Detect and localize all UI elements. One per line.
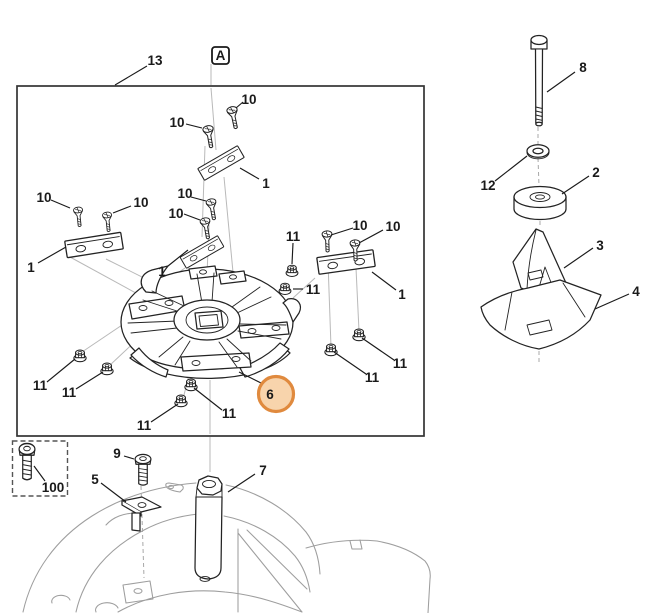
- callout-bolt: 8: [579, 60, 587, 75]
- callout-kit: 100: [42, 480, 65, 495]
- screw-kit-box: [11, 440, 69, 497]
- callout-bracket: 5: [91, 472, 99, 487]
- callout-washer: 12: [480, 178, 495, 193]
- callout-nut-11-h: 11: [393, 356, 408, 371]
- callout-deflector: 3: [596, 238, 604, 253]
- callout-blade-1-a: 1: [262, 176, 270, 191]
- kit-screw: [18, 442, 36, 481]
- spacer-sleeve: [194, 475, 223, 582]
- callout-blade-1-d: 1: [398, 287, 406, 302]
- callout-rotor: 6: [266, 387, 274, 402]
- stop-bracket: [121, 496, 162, 532]
- callout-nut-11-g: 11: [365, 370, 380, 385]
- bushing: [513, 185, 567, 221]
- callout-nut-11-e: 11: [137, 418, 152, 433]
- carriage-bolt: [530, 34, 548, 127]
- callout-nut-11-b: 11: [306, 282, 321, 297]
- callout-screw-10-g: 10: [352, 218, 367, 233]
- callout-blade-1-b: 1: [27, 260, 35, 275]
- detail-marker: A: [211, 46, 230, 65]
- callout-frame: 13: [147, 53, 163, 68]
- blade-plate-left: [64, 231, 124, 259]
- callout-screw-10-f: 10: [168, 206, 183, 221]
- countersunk-screw-4: [101, 211, 114, 233]
- callout-blade-1-c: 1: [158, 264, 166, 279]
- mower-deck-housing: [22, 482, 431, 613]
- callout-screw-10-a: 10: [241, 92, 256, 107]
- highlighted-part-hotspot[interactable]: 6: [256, 374, 296, 414]
- callout-bushing: 2: [592, 165, 600, 180]
- highlight-circle[interactable]: [256, 374, 296, 414]
- countersunk-screw-7: [321, 230, 334, 253]
- callouts: 13 10 10 10 10 10 10 10 10 1 1 1 1 11 11…: [27, 53, 640, 495]
- callout-nut-11-c: 11: [33, 378, 48, 393]
- callout-screw-10-b: 10: [169, 115, 184, 130]
- callout-screw-10-c: 10: [36, 190, 51, 205]
- countersunk-screw-5: [205, 197, 220, 222]
- callout-nut-11-f: 11: [222, 406, 237, 421]
- detail-frame-box: [16, 85, 425, 437]
- flange-nut-2: [278, 282, 292, 296]
- countersunk-screw-1: [225, 105, 242, 131]
- flange-nut-3: [73, 349, 87, 363]
- leader-lines: [33, 65, 630, 503]
- baffle-plate: [480, 279, 602, 350]
- mulching-rotor: [120, 265, 301, 379]
- callout-nut-11-d: 11: [62, 385, 77, 400]
- callout-pan-screw: 9: [113, 446, 121, 461]
- callout-nut-11-a: 11: [286, 229, 301, 244]
- callout-spacer: 7: [259, 463, 267, 478]
- callout-screw-10-e: 10: [177, 186, 192, 201]
- callout-baffle: 4: [632, 284, 640, 299]
- flange-nut-8: [324, 343, 338, 357]
- detail-marker-letter: A: [216, 48, 226, 63]
- callout-screw-10-d: 10: [133, 195, 148, 210]
- countersunk-screw-3: [72, 206, 85, 228]
- blade-plate-right: [316, 249, 376, 275]
- flange-nut-1: [285, 264, 299, 278]
- pan-screw: [134, 453, 152, 486]
- blade-plate-mid: [179, 235, 225, 269]
- washer: [526, 144, 550, 160]
- flange-nut-4: [100, 362, 114, 376]
- callout-screw-10-h: 10: [385, 219, 400, 234]
